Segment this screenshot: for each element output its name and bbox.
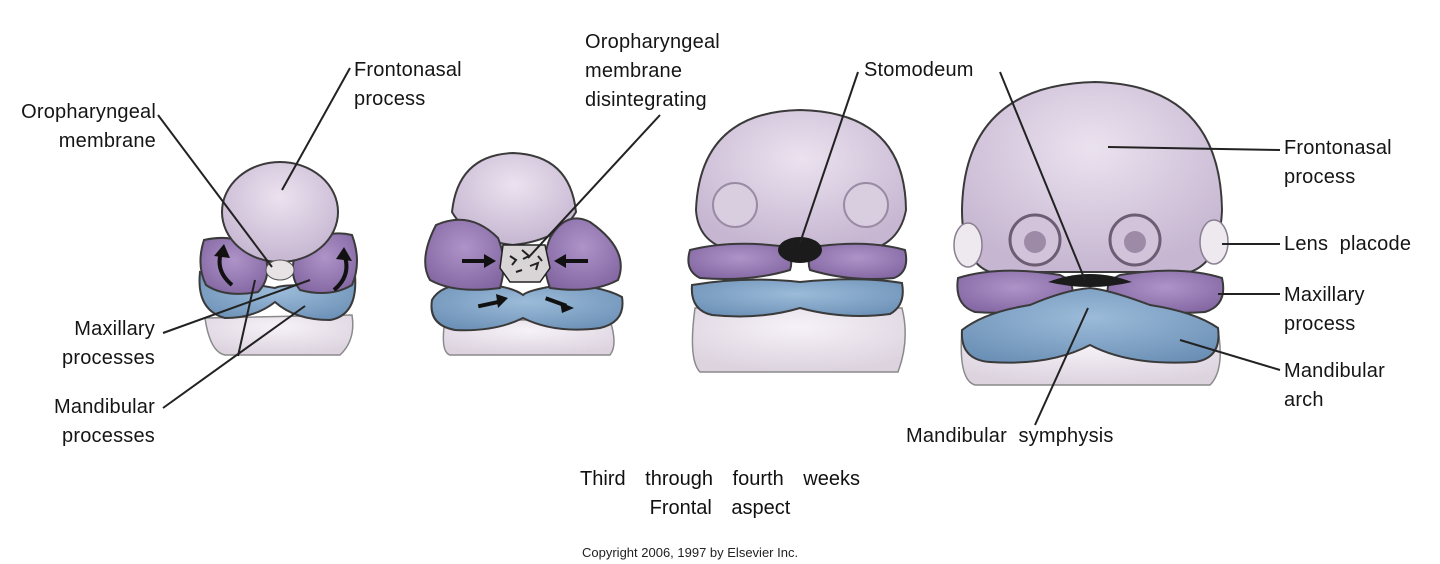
- leader-stomodeum-3: [799, 71, 859, 244]
- label-frontonasal-process-right: Frontonasal process: [1284, 137, 1392, 188]
- eye-region-left-3: [712, 182, 758, 228]
- leader-stomodeum-4: [999, 71, 1086, 281]
- label-maxillary-process-right: Maxillary process: [1284, 284, 1365, 335]
- eye-region-right-3: [843, 182, 889, 228]
- label-lens-placode: Lens placode: [1284, 233, 1412, 255]
- frontonasal-process-1: [221, 161, 339, 263]
- growth-arrowhead-right-icon: [336, 247, 352, 261]
- leader-maxillary-left: [162, 279, 311, 334]
- lens-placode-left: [953, 222, 983, 268]
- stomodeum-4: [1048, 274, 1132, 287]
- copyright-notice: Copyright 2006, 1997 by Elsevier Inc.: [582, 545, 799, 560]
- leader-mandibular-symphysis: [1034, 307, 1089, 426]
- mandibular-arch-4: [960, 286, 1220, 364]
- label-mandibular-arch: Mandibular arch: [1284, 360, 1385, 411]
- label-maxillary-processes: Maxillary processes: [62, 318, 155, 369]
- leader-mandibular-arch: [1179, 339, 1281, 371]
- lens-placode-right: [1199, 219, 1229, 265]
- nasal-pit-right-inner: [1124, 231, 1146, 253]
- caption-line-2: Frontal aspect: [649, 497, 791, 519]
- leader-oropharyngeal-disintegrating: [527, 114, 661, 259]
- neck-region-1: [204, 314, 354, 356]
- leader-maxillary-left-branch: [237, 279, 256, 357]
- embryo-stage-3: [687, 108, 908, 373]
- label-mandibular-processes: Mandibular processes: [54, 396, 155, 447]
- oropharyngeal-membrane-1: [265, 259, 295, 281]
- oropharyngeal-membrane-disintegrating-2: [499, 244, 551, 283]
- leader-frontonasal-right: [1107, 146, 1281, 151]
- growth-arrowhead-left-icon: [214, 244, 230, 258]
- leader-frontonasal-left: [281, 67, 351, 191]
- nasal-pit-left-inner: [1024, 231, 1046, 253]
- embryo-stage-4: [953, 80, 1229, 386]
- closing-arrows-icon: [462, 254, 588, 313]
- frontonasal-process-3: [694, 108, 908, 251]
- embryo-stage-1: [198, 161, 358, 356]
- maxillary-process-left-3: [687, 242, 793, 280]
- mandibular-arch-3: [690, 278, 904, 318]
- label-stomodeum: Stomodeum: [864, 59, 974, 81]
- embryo-stage-2: [424, 151, 624, 356]
- leader-lines: [157, 67, 1281, 426]
- figure-caption: Third through fourth weeks Frontal aspec…: [520, 465, 920, 523]
- maxillary-process-right-3: [807, 242, 908, 280]
- leader-oropharyngeal-left: [157, 114, 273, 268]
- stomodeum-3: [778, 237, 822, 263]
- maxillary-process-right-2: [544, 217, 622, 291]
- maxillary-process-left-2: [424, 218, 505, 291]
- caption-line-1: Third through fourth weeks: [580, 468, 860, 490]
- leader-mandibular-left: [162, 305, 306, 409]
- label-mandibular-symphysis: Mandibular symphysis: [906, 425, 1114, 447]
- frontonasal-process-4: [960, 80, 1224, 273]
- label-oropharyngeal-membrane-disintegrating: Oropharyngeal membrane disintegrating: [585, 31, 720, 111]
- label-oropharyngeal-membrane-left: Oropharyngeal membrane: [21, 101, 156, 152]
- label-frontonasal-process-left: Frontonasal process: [354, 59, 462, 110]
- neck-region-3: [691, 307, 906, 373]
